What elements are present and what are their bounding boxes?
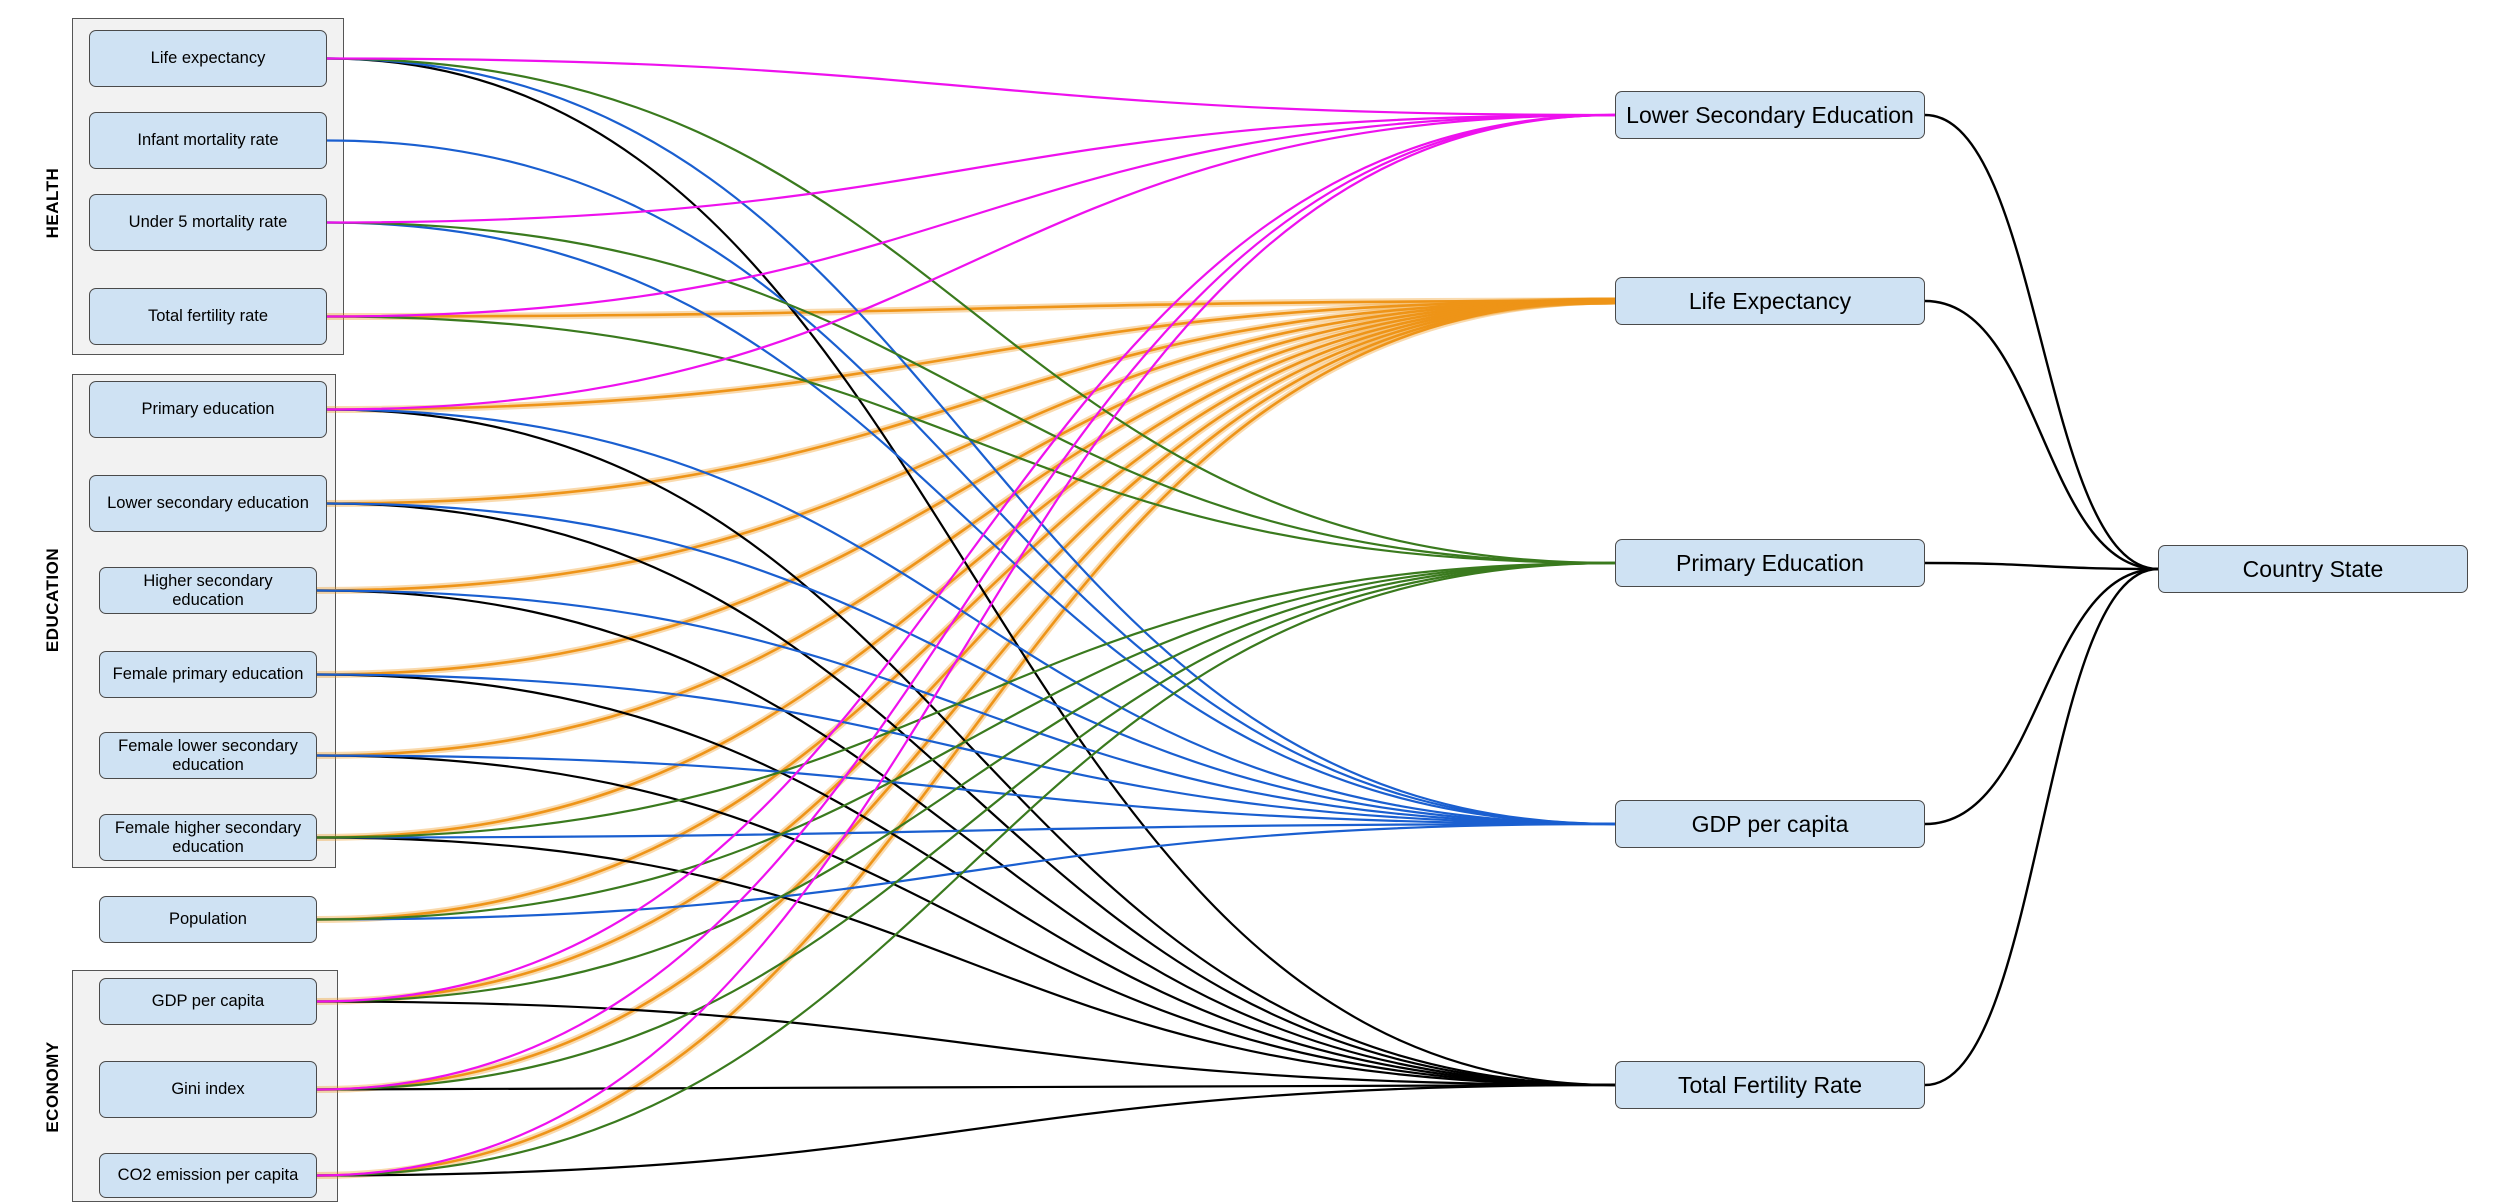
target-node-total-fertility-rate[interactable]: Total Fertility Rate: [1615, 1061, 1925, 1109]
edge-life_expectancy-to-total_fertility_rate: [326, 57, 1616, 1087]
input-node-female-lower-secondary-education[interactable]: Female lower secondary education: [99, 732, 317, 779]
edge-female_primary_education-to-gdp_per_capita: [316, 673, 1616, 826]
edge-higher_secondary_education-to-total_fertility_rate: [316, 589, 1616, 1087]
edge-gdp_per_capita-to-primary_education: [316, 561, 1616, 1003]
edge-primary_education-to-life_expectancy: [326, 299, 1616, 411]
input-node-population[interactable]: Population: [99, 896, 317, 943]
input-node-co2-emission-per-capita[interactable]: CO2 emission per capita: [99, 1153, 317, 1198]
input-node-gdp-per-capita[interactable]: GDP per capita: [99, 978, 317, 1025]
final-node-country-state[interactable]: Country State: [2158, 545, 2468, 593]
edge-gini_index-to-primary_education: [316, 561, 1616, 1091]
edge-female_higher_secondary_education-to-primary_education: [316, 561, 1616, 839]
edge-total_fertility_rate-to-lower_secondary_education: [326, 113, 1616, 318]
edge-female_primary_education-to-total_fertility_rate: [316, 673, 1616, 1087]
input-node-gini-index[interactable]: Gini index: [99, 1061, 317, 1118]
edge-female_higher_secondary_education-to-total_fertility_rate: [316, 836, 1616, 1087]
edge-population-to-life_expectancy: [316, 299, 1616, 921]
edge-co2_emission_per_capita-to-total_fertility_rate: [316, 1083, 1616, 1177]
edge-lower_secondary_education-to-total_fertility_rate: [326, 502, 1616, 1087]
edge-primary_education-to-gdp_per_capita: [326, 408, 1616, 826]
edge-lower_secondary_education-to-life_expectancy: [326, 299, 1616, 505]
edge-co2_emission_per_capita-to-life_expectancy: [316, 299, 1616, 1177]
edge-co2_emission_per_capita-to-lower_secondary_education: [316, 113, 1616, 1177]
edge-gdp_per_capita-to-country-state: [1924, 567, 2159, 826]
education-group-box: [72, 374, 336, 868]
edge-primary_education-to-total_fertility_rate: [326, 408, 1616, 1087]
edge-gini_index-to-lower_secondary_education: [316, 113, 1616, 1091]
edge-primary_education-to-country-state: [1924, 561, 2159, 571]
edge-gdp_per_capita-to-total_fertility_rate: [316, 1000, 1616, 1087]
edge-total_fertility_rate-to-primary_education: [326, 315, 1616, 565]
input-node-primary-education[interactable]: Primary education: [89, 381, 327, 438]
edge-gini_index-to-total_fertility_rate: [316, 1083, 1616, 1091]
input-node-infant-mortality-rate[interactable]: Infant mortality rate: [89, 112, 327, 169]
edge-female_higher_secondary_education-to-gdp_per_capita: [316, 822, 1616, 839]
edge-co2_emission_per_capita-to-primary_education: [316, 561, 1616, 1177]
edge-life_expectancy-to-country-state: [1924, 299, 2159, 571]
input-node-under-5-mortality-rate[interactable]: Under 5 mortality rate: [89, 194, 327, 251]
edge-gini_index-to-life_expectancy: [316, 299, 1616, 1091]
edge-lower_secondary_education-to-country-state: [1924, 113, 2159, 571]
target-node-life-expectancy[interactable]: Life Expectancy: [1615, 277, 1925, 325]
input-node-life-expectancy[interactable]: Life expectancy: [89, 30, 327, 87]
edge-under5_mortality_rate-to-gdp_per_capita: [326, 221, 1616, 826]
edge-population-to-gdp_per_capita: [316, 822, 1616, 921]
edge-higher_secondary_education-to-gdp_per_capita: [316, 589, 1616, 826]
edge-under5_mortality_rate-to-primary_education: [326, 221, 1616, 565]
input-node-female-higher-secondary-education[interactable]: Female higher secondary education: [99, 814, 317, 861]
edge-female_lower_secondary_education-to-life_expectancy: [316, 299, 1616, 757]
input-node-total-fertility-rate[interactable]: Total fertility rate: [89, 288, 327, 345]
target-node-lower-secondary-education[interactable]: Lower Secondary Education: [1615, 91, 1925, 139]
edge-gdp_per_capita-to-lower_secondary_education: [316, 113, 1616, 1003]
edge-gdp_per_capita-to-life_expectancy: [316, 299, 1616, 1003]
edge-population-to-primary_education: [316, 561, 1616, 921]
input-node-lower-secondary-education[interactable]: Lower secondary education: [89, 475, 327, 532]
edge-life_expectancy-to-gdp_per_capita: [326, 57, 1616, 826]
target-node-gdp-per-capita[interactable]: GDP per capita: [1615, 800, 1925, 848]
edge-infant_mortality_rate-to-gdp_per_capita: [326, 139, 1616, 826]
edge-female_lower_secondary_education-to-gdp_per_capita: [316, 754, 1616, 826]
edge-under5_mortality_rate-to-lower_secondary_education: [326, 113, 1616, 224]
edge-life_expectancy-to-primary_education: [326, 57, 1616, 565]
target-node-primary-education[interactable]: Primary Education: [1615, 539, 1925, 587]
input-node-female-primary-education[interactable]: Female primary education: [99, 651, 317, 698]
edge-total_fertility_rate-to-life_expectancy: [326, 299, 1616, 318]
edge-female_higher_secondary_education-to-life_expectancy: [316, 299, 1616, 839]
input-node-higher-secondary-education[interactable]: Higher secondary education: [99, 567, 317, 614]
edge-female_primary_education-to-life_expectancy: [316, 299, 1616, 676]
edge-life_expectancy-to-lower_secondary_education: [326, 57, 1616, 117]
edge-total_fertility_rate-to-country-state: [1924, 567, 2159, 1087]
edge-higher_secondary_education-to-life_expectancy: [316, 299, 1616, 592]
edge-lower_secondary_education-to-gdp_per_capita: [326, 502, 1616, 826]
edge-primary_education-to-lower_secondary_education: [326, 113, 1616, 411]
edge-female_lower_secondary_education-to-total_fertility_rate: [316, 754, 1616, 1087]
